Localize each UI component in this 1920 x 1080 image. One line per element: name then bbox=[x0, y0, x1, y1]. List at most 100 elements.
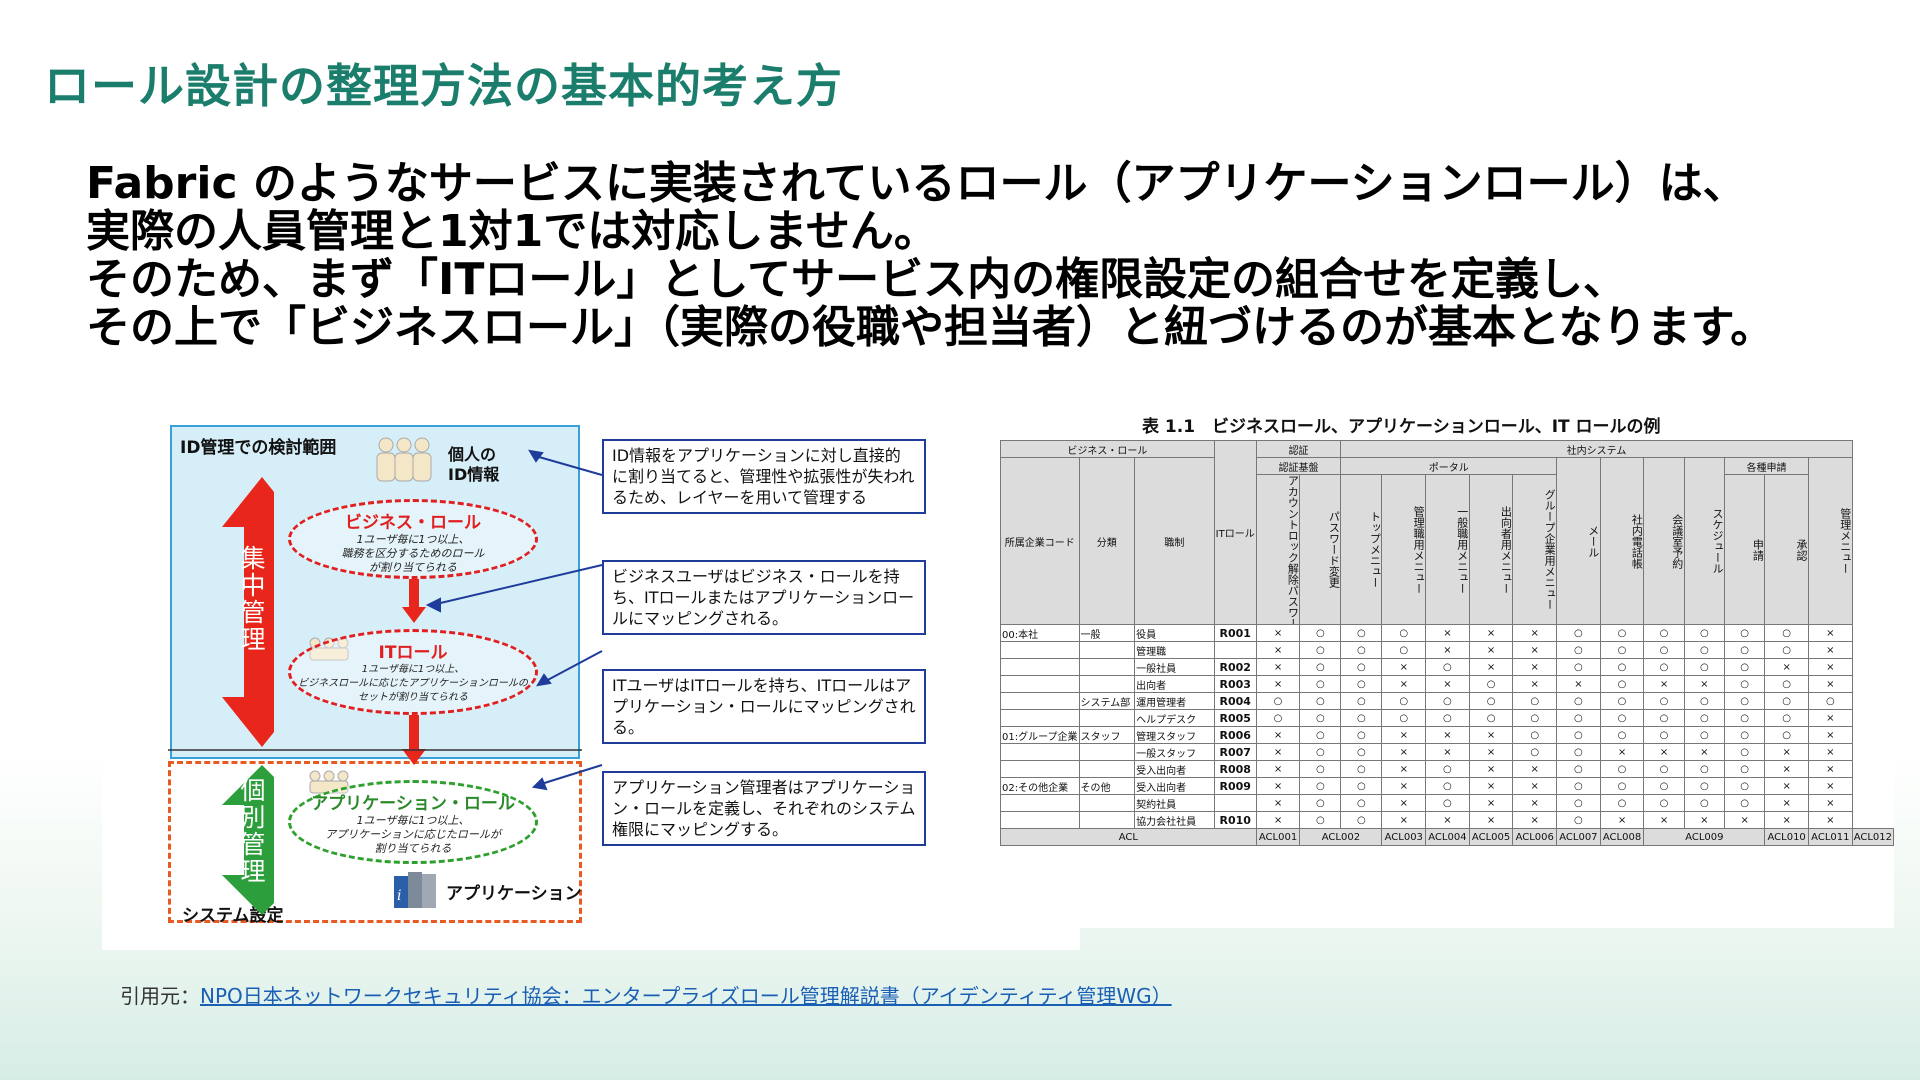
permission-cell: ○ bbox=[1512, 743, 1558, 761]
company-cell bbox=[1000, 692, 1080, 710]
permission-cell: ○ bbox=[1299, 760, 1342, 778]
permission-cell: ○ bbox=[1512, 726, 1558, 744]
it-role-cell: R008 bbox=[1213, 760, 1257, 778]
permission-cell: ○ bbox=[1299, 624, 1342, 642]
permission-cell: ○ bbox=[1340, 641, 1383, 659]
header-phonebook: 社内電話帳 bbox=[1599, 457, 1645, 625]
category-cell bbox=[1078, 811, 1136, 829]
header-company-code: 所属企業コード bbox=[1000, 457, 1080, 625]
permission-cell: ○ bbox=[1683, 777, 1726, 795]
permission-cell: × bbox=[1468, 624, 1514, 642]
category-cell: その他 bbox=[1078, 777, 1136, 795]
permission-cell: ○ bbox=[1723, 624, 1766, 642]
permission-cell: ○ bbox=[1299, 743, 1342, 761]
position-cell: 一般社員 bbox=[1134, 658, 1215, 676]
permission-cell: ○ bbox=[1556, 794, 1601, 812]
position-cell: 運用管理者 bbox=[1134, 692, 1215, 710]
permission-cell: ○ bbox=[1556, 709, 1601, 727]
header-apply-approve: 承認 bbox=[1764, 474, 1809, 625]
permission-cell: ○ bbox=[1255, 692, 1301, 710]
it-role-desc: 1ユーザ毎に1つ以上、 ビジネスロールに応じたアプリケーションロールの セットが… bbox=[298, 664, 528, 703]
permission-cell: ○ bbox=[1340, 675, 1383, 693]
permission-cell: × bbox=[1381, 726, 1427, 744]
header-internal-system: 社内システム bbox=[1340, 440, 1853, 458]
company-cell bbox=[1000, 709, 1080, 727]
permission-cell: ○ bbox=[1340, 794, 1383, 812]
permission-cell: × bbox=[1255, 811, 1301, 829]
position-cell: 役員 bbox=[1134, 624, 1215, 642]
header-password-change: パスワード変更 bbox=[1299, 474, 1342, 625]
header-it-role: ITロール bbox=[1213, 440, 1257, 625]
permission-cell: × bbox=[1807, 641, 1853, 659]
it-role-cell bbox=[1213, 794, 1257, 812]
permission-cell: ○ bbox=[1643, 692, 1685, 710]
permission-cell: × bbox=[1381, 777, 1427, 795]
it-role-cell: R005 bbox=[1213, 709, 1257, 727]
permission-cell: × bbox=[1381, 760, 1427, 778]
business-role-ellipse: ビジネス・ロール 1ユーザ毎に1つ以上、 職務を区分するためのロール が割り当て… bbox=[288, 499, 538, 579]
permission-cell: × bbox=[1512, 760, 1558, 778]
category-cell bbox=[1078, 675, 1136, 693]
permission-cell: ○ bbox=[1299, 641, 1342, 659]
citation: 引用元：NPO日本ネットワークセキュリティ協会：エンタープライズロール管理解説書… bbox=[120, 980, 1172, 1009]
company-cell bbox=[1000, 794, 1080, 812]
business-role-desc: 1ユーザ毎に1つ以上、 職務を区分するためのロール が割り当てられる bbox=[341, 533, 485, 574]
permission-cell: ○ bbox=[1556, 811, 1601, 829]
role-example-table-panel: 表 1.1 ビジネスロール、アプリケーションロール、IT ロールの例 ビジネス・… bbox=[996, 408, 1895, 928]
permission-cell: ○ bbox=[1556, 726, 1601, 744]
permission-cell: ○ bbox=[1340, 811, 1383, 829]
it-role-cell: R002 bbox=[1213, 658, 1257, 676]
acl-footer-cell: ACL011 bbox=[1807, 828, 1853, 846]
company-cell: 01:グループ企業 bbox=[1000, 726, 1080, 744]
permission-cell: ○ bbox=[1683, 658, 1726, 676]
permission-cell: ○ bbox=[1556, 777, 1601, 795]
it-role-cell: R010 bbox=[1213, 811, 1257, 829]
permission-cell: ○ bbox=[1340, 709, 1383, 727]
permission-cell: ○ bbox=[1299, 709, 1342, 727]
people-icon bbox=[376, 437, 432, 482]
category-cell: 一般 bbox=[1078, 624, 1136, 642]
header-secondee-menu: 出向者用メニュー bbox=[1468, 474, 1514, 625]
permission-cell: ○ bbox=[1723, 743, 1766, 761]
permission-cell: × bbox=[1807, 760, 1853, 778]
citation-link[interactable]: NPO日本ネットワークセキュリティ協会：エンタープライズロール管理解説書（アイデ… bbox=[200, 984, 1172, 1008]
permission-cell: × bbox=[1764, 811, 1809, 829]
app-role-desc: 1ユーザ毎に1つ以上、 アプリケーションに応じたロールが 割り当てられる bbox=[325, 814, 501, 855]
permission-cell: ○ bbox=[1683, 709, 1726, 727]
permission-cell: ○ bbox=[1556, 743, 1601, 761]
it-role-cell: R003 bbox=[1213, 675, 1257, 693]
permission-cell: ○ bbox=[1299, 777, 1342, 795]
permission-cell: ○ bbox=[1723, 675, 1766, 693]
company-cell bbox=[1000, 641, 1080, 659]
permission-cell: × bbox=[1512, 675, 1558, 693]
it-role-cell bbox=[1213, 641, 1257, 659]
permission-cell: ○ bbox=[1381, 709, 1427, 727]
header-category: 分類 bbox=[1078, 457, 1136, 625]
permission-cell: × bbox=[1807, 811, 1853, 829]
permission-cell: × bbox=[1807, 794, 1853, 812]
header-portal: ポータル bbox=[1340, 457, 1558, 475]
permission-cell: ○ bbox=[1723, 794, 1766, 812]
permission-cell: ○ bbox=[1299, 811, 1342, 829]
permission-cell: × bbox=[1807, 777, 1853, 795]
acl-footer-cell: ACL001 bbox=[1255, 828, 1301, 846]
permission-cell: × bbox=[1764, 777, 1809, 795]
permission-cell: × bbox=[1643, 675, 1685, 693]
header-staff-menu: 一般職用メニュー bbox=[1425, 474, 1470, 625]
app-role-title: アプリケーション・ロール bbox=[311, 794, 515, 814]
permission-cell: × bbox=[1764, 794, 1809, 812]
permission-cell: × bbox=[1599, 811, 1645, 829]
acl-footer-cell: ACL009 bbox=[1643, 828, 1766, 846]
permission-cell: × bbox=[1807, 658, 1853, 676]
permission-cell: ○ bbox=[1643, 709, 1685, 727]
permission-cell: ○ bbox=[1468, 675, 1514, 693]
header-position: 職制 bbox=[1134, 457, 1215, 625]
citation-prefix: 引用元： bbox=[120, 984, 200, 1008]
permission-cell: ○ bbox=[1556, 692, 1601, 710]
permission-cell: × bbox=[1807, 726, 1853, 744]
permission-cell: ○ bbox=[1255, 709, 1301, 727]
